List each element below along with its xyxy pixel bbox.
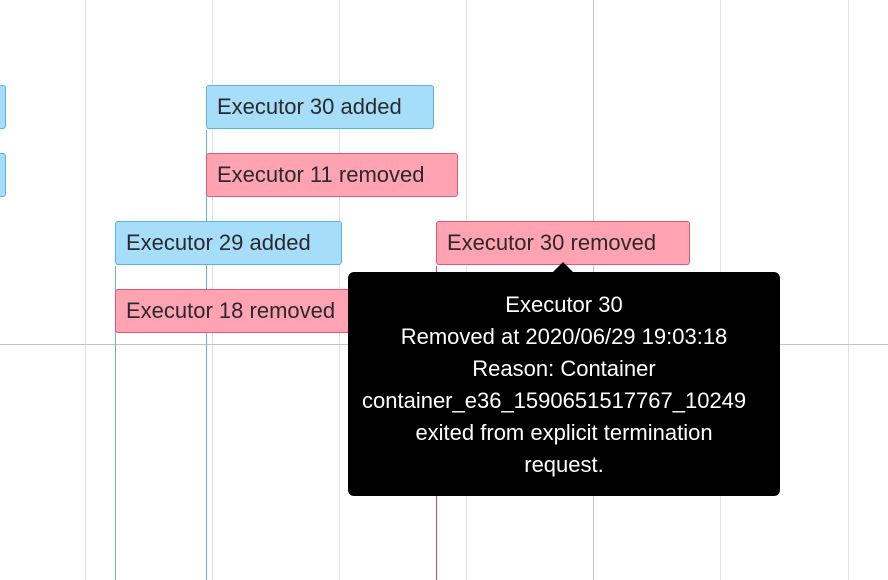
grid-line <box>85 0 86 580</box>
tooltip-title: Executor 30 <box>505 292 623 317</box>
tooltip-reason-rest: exited from explicit termination <box>415 420 713 445</box>
grid-line <box>848 0 849 580</box>
event-tooltip: Executor 30 Removed at 2020/06/29 19:03:… <box>348 272 780 496</box>
event-executor-30-removed[interactable]: Executor 30 removed <box>436 221 690 265</box>
event-stub[interactable] <box>0 85 6 129</box>
event-stub[interactable] <box>0 153 6 197</box>
tooltip-arrow <box>552 262 574 273</box>
event-executor-18-removed[interactable]: Executor 18 removed <box>115 289 367 333</box>
tooltip-reason-prefix: Reason: Container <box>472 356 656 381</box>
event-executor-11-removed[interactable]: Executor 11 removed <box>206 153 458 197</box>
event-executor-30-added[interactable]: Executor 30 added <box>206 85 434 129</box>
tooltip-removed-at: Removed at 2020/06/29 19:03:18 <box>400 324 728 349</box>
event-tick-line <box>206 130 207 580</box>
event-executor-29-added[interactable]: Executor 29 added <box>115 221 342 265</box>
event-tick-line <box>115 266 116 580</box>
tooltip-container-id: container_e36_1590651517767_10249 <box>362 388 747 413</box>
tooltip-reason-end: request. <box>524 452 604 477</box>
